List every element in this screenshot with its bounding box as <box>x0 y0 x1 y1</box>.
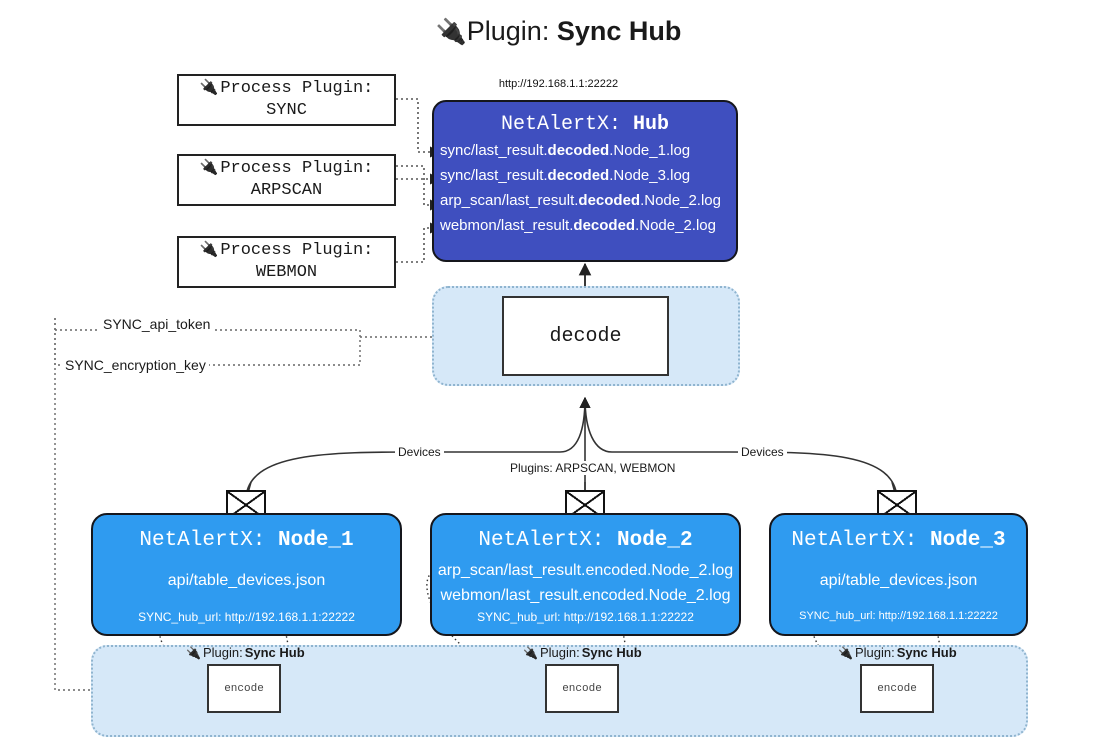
hub-title: NetAlertX: Hub <box>500 113 670 136</box>
edge-label-devices-left: Devices <box>395 445 444 459</box>
plug-icon: 🔌 <box>186 645 201 660</box>
hub-log-line-2: sync/last_result.decoded.Node_3.log <box>440 167 691 184</box>
sync-api-token-label: SYNC_api_token <box>100 316 214 332</box>
node-2-title: NetAlertX: Node_2 <box>478 529 693 552</box>
node-1-url: SYNC_hub_url: http://192.168.1.1:22222 <box>138 610 355 624</box>
node-1[interactable]: NetAlertX: Node_1 api/table_devices.json… <box>91 513 402 636</box>
plug-icon: 🔌 <box>199 80 219 97</box>
encode-box-node-2[interactable]: encode <box>545 664 619 713</box>
encode-label: encode <box>224 682 264 695</box>
plugin-label-node-3: 🔌Plugin: Sync Hub <box>838 645 957 660</box>
process-plugin-webmon-line2: WEBMON <box>255 263 318 282</box>
plug-icon: 🔌 <box>435 18 467 46</box>
hub-log-line-3: arp_scan/last_result.decoded.Node_2.log <box>440 192 721 209</box>
plug-icon: 🔌 <box>199 160 219 177</box>
process-plugin-webmon-line1: 🔌Process Plugin: <box>199 241 374 260</box>
plugin-label-node-1: 🔌Plugin: Sync Hub <box>186 645 305 660</box>
page-title: 🔌Plugin: Sync Hub <box>0 14 1117 49</box>
plugin-label-node-2: 🔌Plugin: Sync Hub <box>523 645 642 660</box>
process-plugin-arpscan[interactable]: 🔌Process Plugin: ARPSCAN <box>177 154 396 206</box>
node-3-title: NetAlertX: Node_3 <box>791 529 1006 552</box>
encode-label: encode <box>877 682 917 695</box>
node-2[interactable]: NetAlertX: Node_2 arp_scan/last_result.e… <box>430 513 741 636</box>
plug-icon: 🔌 <box>523 645 538 660</box>
process-plugin-sync-line2: SYNC <box>266 101 307 120</box>
node-2-line-1: arp_scan/last_result.encoded.Node_2.log <box>437 562 734 579</box>
encode-label: encode <box>562 682 602 695</box>
process-plugin-arpscan-line1: 🔌Process Plugin: <box>199 159 374 178</box>
node-2-line-2: webmon/last_result.encoded.Node_2.log <box>440 587 731 604</box>
node-2-url: SYNC_hub_url: http://192.168.1.1:22222 <box>477 610 694 624</box>
plug-icon: 🔌 <box>199 242 219 259</box>
decode-label: decode <box>549 324 622 348</box>
plug-icon: 🔌 <box>838 645 853 660</box>
page-title-prefix: Plugin: <box>466 16 557 46</box>
hub-log-line-1: sync/last_result.decoded.Node_1.log <box>440 142 691 159</box>
hub-node[interactable]: NetAlertX: Hub sync/last_result.decoded.… <box>432 100 738 262</box>
edge-label-devices-right: Devices <box>738 445 787 459</box>
process-plugin-sync[interactable]: 🔌Process Plugin: SYNC <box>177 74 396 126</box>
hub-url-label: http://192.168.1.1:22222 <box>498 78 619 90</box>
sync-encryption-key-label: SYNC_encryption_key <box>62 357 209 373</box>
node-3-line-1: api/table_devices.json <box>819 572 978 589</box>
node-1-line-1: api/table_devices.json <box>167 572 326 589</box>
hub-log-line-4: webmon/last_result.decoded.Node_2.log <box>440 217 716 234</box>
page-title-name: Sync Hub <box>556 16 682 46</box>
process-plugin-sync-line1: 🔌Process Plugin: <box>199 79 374 98</box>
encode-box-node-3[interactable]: encode <box>860 664 934 713</box>
node-3-url: SYNC_hub_url: http://192.168.1.1:22222 <box>799 610 998 622</box>
process-plugin-arpscan-line2: ARPSCAN <box>250 181 323 200</box>
edge-label-plugins-center: Plugins: ARPSCAN, WEBMON <box>507 461 679 475</box>
encode-box-node-1[interactable]: encode <box>207 664 281 713</box>
node-1-title: NetAlertX: Node_1 <box>139 529 354 552</box>
decode-box[interactable]: decode <box>502 296 669 376</box>
process-plugin-webmon[interactable]: 🔌Process Plugin: WEBMON <box>177 236 396 288</box>
node-3[interactable]: NetAlertX: Node_3 api/table_devices.json… <box>769 513 1028 636</box>
